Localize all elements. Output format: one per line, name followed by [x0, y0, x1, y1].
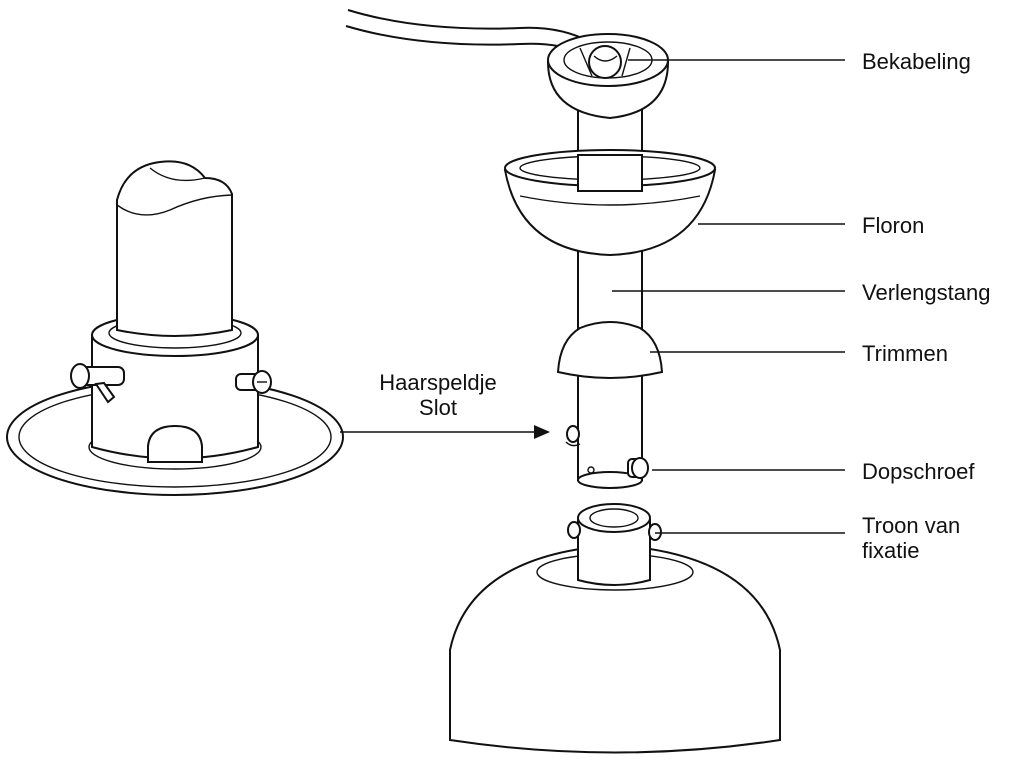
label-dopschroef: Dopschroef [862, 459, 975, 484]
label-haarspeldje-line2: Slot [419, 395, 457, 420]
arrow-head-icon [534, 425, 550, 439]
label-troon-line2: fixatie [862, 538, 919, 563]
label-verlengstang: Verlengstang [862, 280, 990, 305]
exploded-assembly-illustration [345, 9, 781, 754]
part-labels: Bekabeling Floron Verlengstang Trimmen D… [379, 49, 990, 563]
leader-lines [340, 59, 845, 534]
label-haarspeldje-line1: Haarspeldje [379, 370, 496, 395]
label-troon-line1: Troon van [862, 513, 960, 538]
label-floron: Floron [862, 213, 924, 238]
label-trimmen: Trimmen [862, 341, 948, 366]
label-bekabeling: Bekabeling [862, 49, 971, 74]
detail-mount-illustration [6, 160, 344, 496]
